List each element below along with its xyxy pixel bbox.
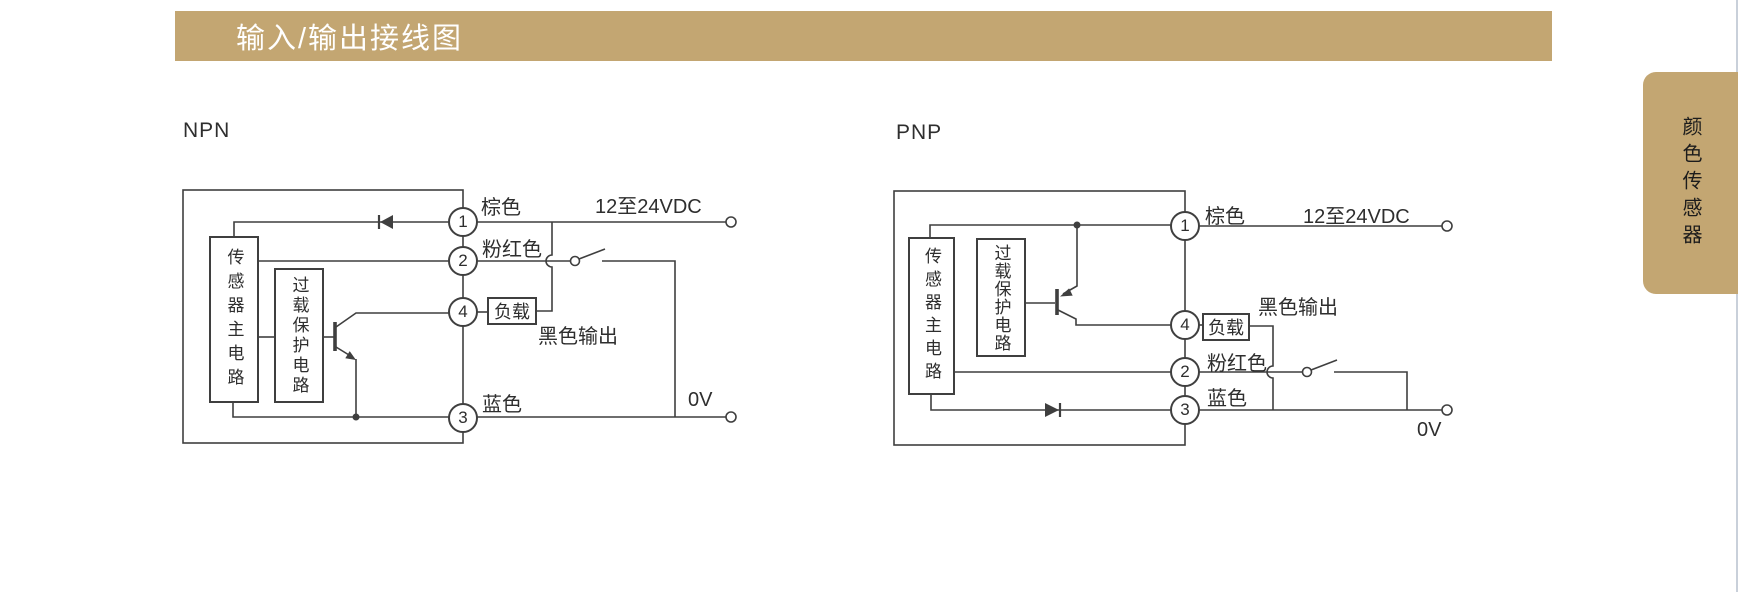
npn-pin-1: 1 [448, 207, 478, 237]
npn-load-label: 负载 [494, 302, 530, 322]
npn-diagram-title: NPN [183, 119, 231, 142]
pnp-supply-label: 12至24VDC [1303, 206, 1410, 228]
npn-ground-label: 0V [688, 389, 713, 411]
pnp-load-box: 负载 [1202, 313, 1250, 341]
npn-pin-4: 4 [448, 297, 478, 327]
side-tab: 颜色传感器 [1643, 72, 1738, 294]
pnp-wire-label-blue: 蓝色 [1207, 388, 1247, 410]
npn-wire-label-blue: 蓝色 [482, 394, 522, 416]
transistor-pnp-icon [1026, 225, 1172, 326]
switch-icon [569, 248, 606, 267]
npn-switch-return-wire [602, 260, 676, 417]
npn-wire-label-brown: 棕色 [481, 197, 521, 219]
pnp-switch-return-wire [1334, 371, 1408, 410]
npn-output-label: 黑色输出 [538, 326, 618, 348]
pnp-ground-label: 0V [1417, 419, 1442, 441]
pnp-main-circuit-label: 传感器主电路 [922, 247, 941, 385]
npn-main-circuit-label: 传感器主电路 [224, 247, 244, 392]
section-title-bar: 输入/输出接线图 [175, 11, 1552, 61]
terminal-icon [1441, 220, 1453, 232]
npn-pin3-wire [232, 403, 450, 418]
page-title: 输入/输出接线图 [236, 23, 464, 55]
diode-icon [380, 215, 393, 229]
pnp-overload-label: 过载保护电路 [991, 243, 1011, 352]
pnp-pin3-wire [930, 395, 1172, 411]
npn-pin-2: 2 [448, 246, 478, 276]
pnp-pin-2: 2 [1170, 357, 1200, 387]
side-tab-label: 颜色传感器 [1679, 115, 1701, 251]
diode-icon [1045, 403, 1059, 417]
pnp-pin-1: 1 [1170, 211, 1200, 241]
npn-supply-label: 12至24VDC [595, 196, 702, 218]
pnp-wire-label-brown: 棕色 [1205, 206, 1245, 228]
npn-load-box: 负载 [487, 297, 537, 325]
pnp-pin-4: 4 [1170, 310, 1200, 340]
npn-pin1-wire [233, 221, 450, 236]
pnp-load-label: 负载 [1208, 318, 1244, 338]
npn-overload-box: 过载保护电路 [274, 268, 324, 403]
terminal-icon [725, 411, 737, 423]
pnp-pin-3: 3 [1170, 395, 1200, 425]
pnp-main-circuit-box: 传感器主电路 [908, 237, 955, 395]
switch-icon [1301, 359, 1338, 378]
npn-wire-label-pink: 粉红色 [482, 239, 542, 261]
terminal-icon [1441, 404, 1453, 416]
pnp-load-wire-hop [1250, 325, 1274, 410]
npn-overload-label: 过载保护电路 [289, 275, 309, 396]
pnp-overload-box: 过载保护电路 [976, 238, 1026, 357]
pnp-wire-label-pink: 粉红色 [1207, 353, 1267, 375]
pnp-pin1-wire [929, 224, 1172, 237]
npn-main-circuit-box: 传感器主电路 [209, 236, 259, 403]
pnp-diagram-title: PNP [896, 121, 943, 144]
page-edge-line [1736, 0, 1738, 592]
npn-pin-3: 3 [448, 403, 478, 433]
npn-wires [182, 189, 737, 444]
transistor-npn-icon [333, 312, 452, 417]
pnp-output-label: 黑色输出 [1258, 297, 1338, 319]
npn-load-wire-hop [537, 222, 553, 312]
terminal-icon [725, 216, 737, 228]
